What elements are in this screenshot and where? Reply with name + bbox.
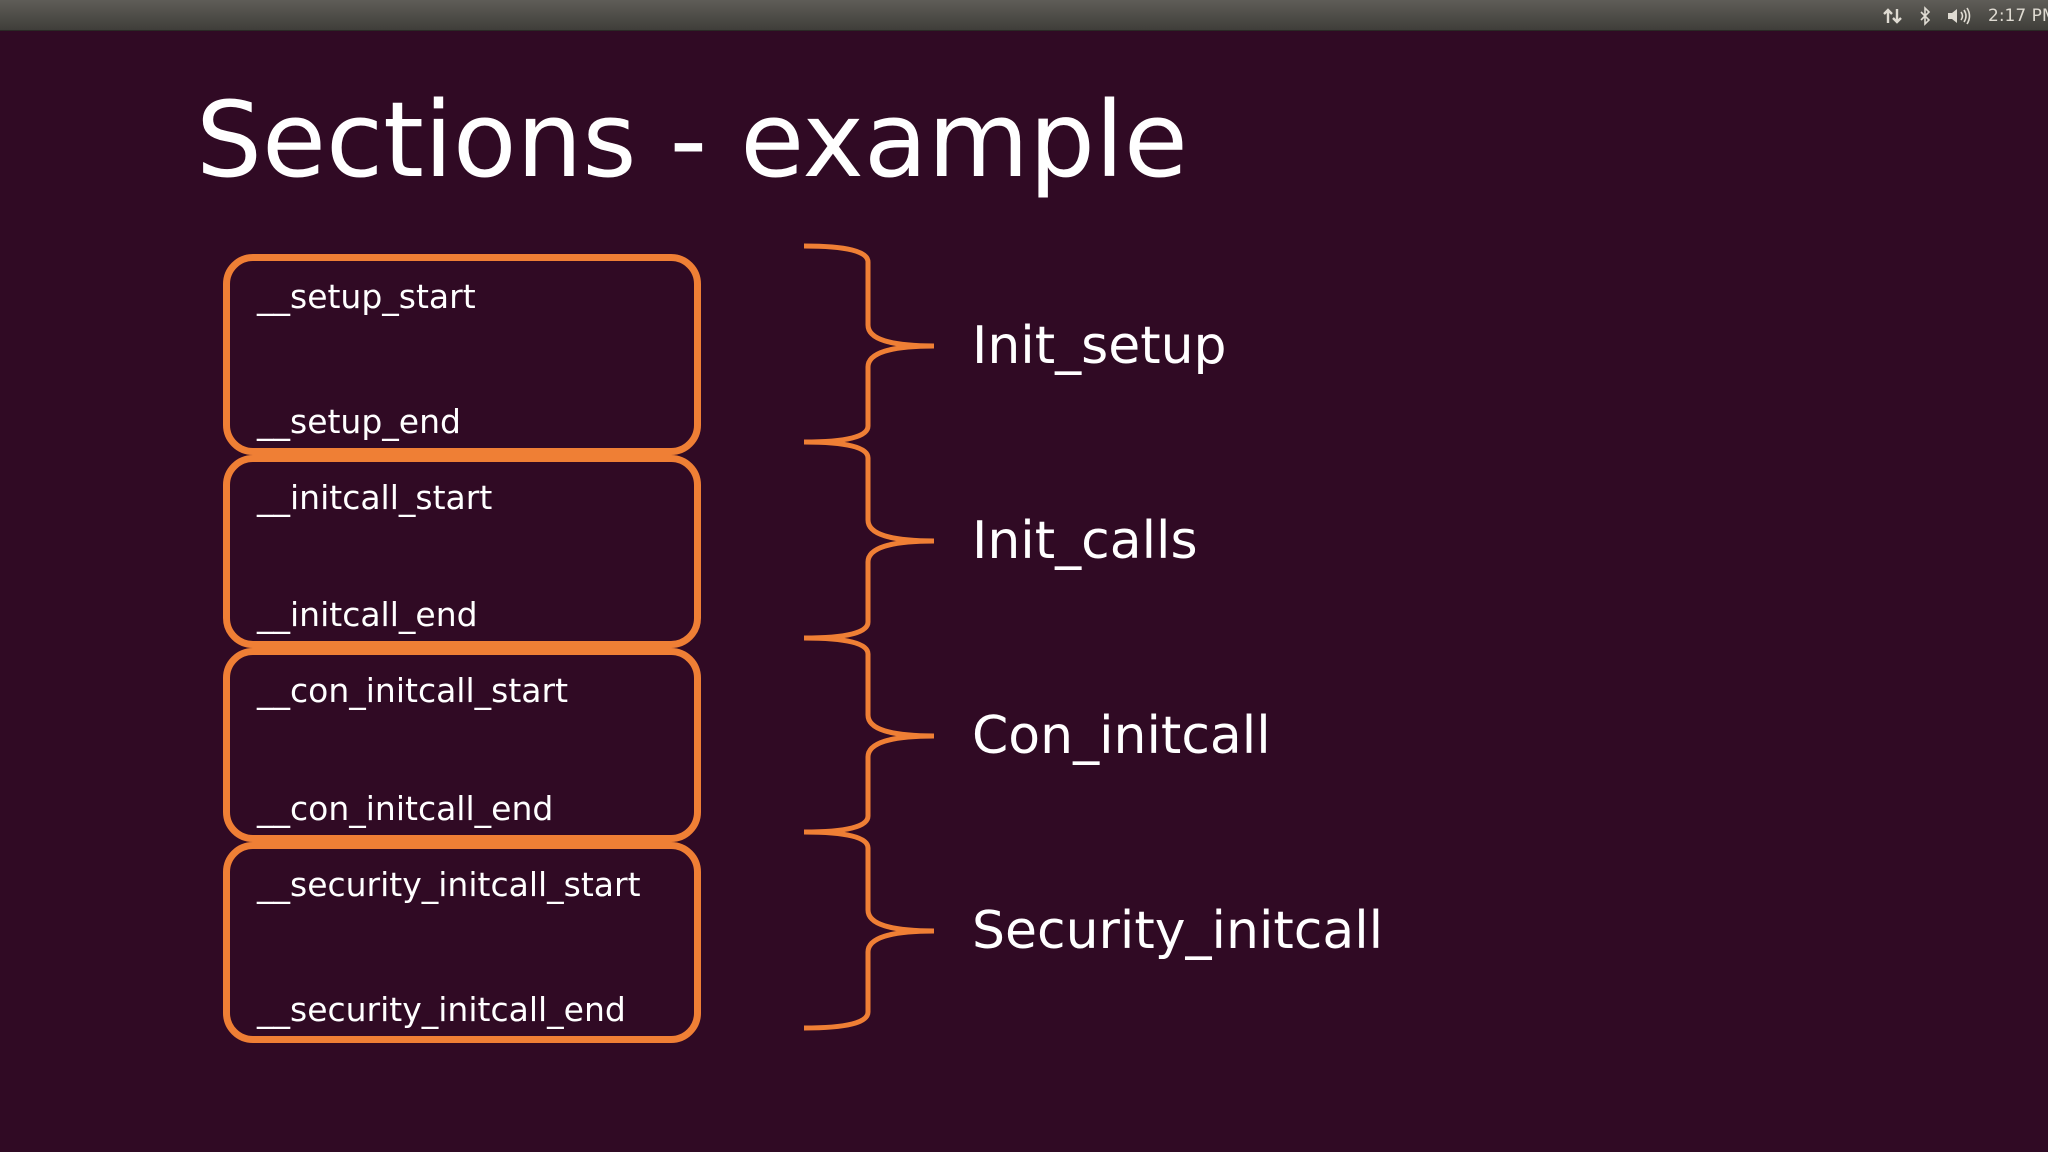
con-initcall-section-box: __con_initcall_start __con_initcall_end — [223, 648, 701, 842]
init-setup-label: Init_setup — [972, 316, 1227, 376]
initcall-section-box: __initcall_start __initcall_end — [223, 455, 701, 648]
security-initcall-end-label: __security_initcall_end — [257, 990, 626, 1029]
initcall-start-label: __initcall_start — [257, 478, 493, 517]
con-initcall-end-label: __con_initcall_end — [257, 789, 554, 828]
bluetooth-icon[interactable] — [1918, 5, 1932, 26]
system-top-bar: 2:17 PM — [0, 0, 2048, 31]
initcall-end-label: __initcall_end — [257, 595, 478, 634]
system-tray: 2:17 PM — [1882, 0, 2048, 31]
init-calls-label: Init_calls — [972, 511, 1198, 571]
curly-brace-icon — [803, 829, 935, 1031]
setup-section-box: __setup_start __setup_end — [223, 254, 701, 455]
curly-brace-icon — [803, 243, 935, 445]
slide-title: Sections - example — [196, 79, 1188, 201]
network-updown-icon[interactable] — [1882, 6, 1904, 26]
curly-brace-icon — [803, 635, 935, 835]
curly-brace-icon — [803, 439, 935, 641]
security-initcall-start-label: __security_initcall_start — [257, 865, 641, 904]
security-initcall-section-box: __security_initcall_start __security_ini… — [223, 842, 701, 1043]
security-initcall-label: Security_initcall — [972, 901, 1384, 961]
setup-end-label: __setup_end — [257, 402, 461, 441]
clock[interactable]: 2:17 PM — [1988, 5, 2048, 26]
volume-icon[interactable] — [1946, 6, 1974, 26]
con-initcall-label: Con_initcall — [972, 706, 1271, 766]
setup-start-label: __setup_start — [257, 277, 476, 316]
con-initcall-start-label: __con_initcall_start — [257, 671, 569, 710]
